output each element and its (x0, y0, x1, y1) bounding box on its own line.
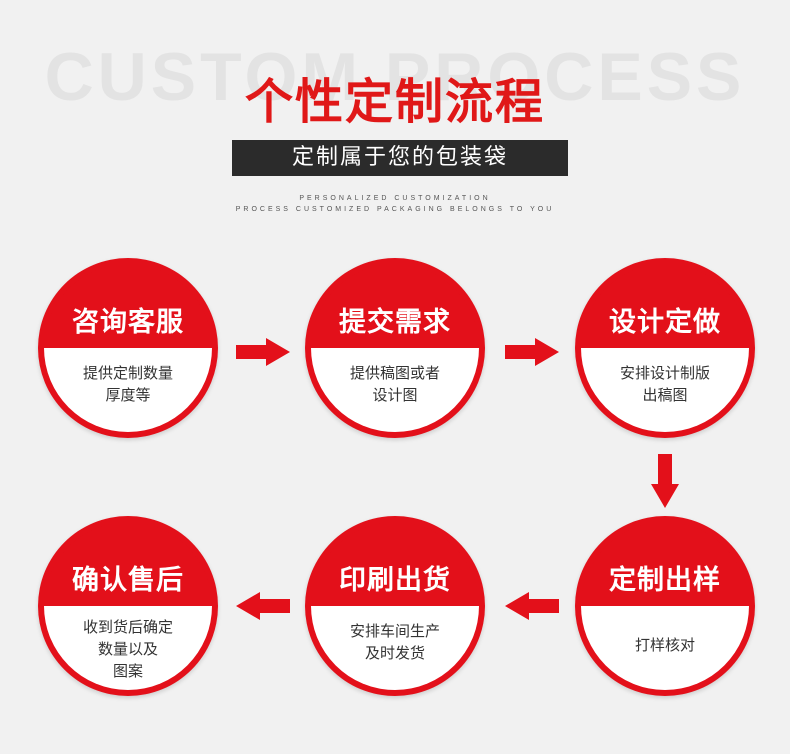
step-title: 确认售后 (72, 565, 184, 596)
step-desc: 安排车间生产 及时发货 (349, 622, 440, 662)
step-desc: 提供定制数量 厚度等 (82, 364, 173, 404)
step-desc: 打样核对 (634, 636, 695, 654)
english-tagline-1: PERSONALIZED CUSTOMIZATION (299, 195, 491, 202)
subtitle-bar: 定制属于您的包装袋 (232, 140, 568, 176)
english-tagline-2: PROCESS CUSTOMIZED PACKAGING BELONGS TO … (235, 206, 555, 213)
step-title: 印刷出货 (339, 565, 451, 596)
arrow-right-icon (505, 338, 559, 366)
page-title: 个性定制流程 (244, 74, 545, 130)
step-desc: 收到货后确定 数量以及 图案 (82, 618, 173, 680)
step-desc: 安排设计制版 出稿图 (619, 364, 710, 404)
step-print-ship: 印刷出货 安排车间生产 及时发货 (305, 516, 485, 696)
step-title: 设计定做 (609, 307, 721, 338)
step-title: 咨询客服 (72, 307, 184, 338)
step-design-custom: 设计定做 安排设计制版 出稿图 (575, 258, 755, 438)
background-watermark-text: CUSTOM PROCESS (44, 39, 746, 115)
step-title: 提交需求 (339, 307, 451, 338)
arrow-left-icon (505, 592, 559, 620)
step-title: 定制出样 (609, 565, 721, 596)
step-desc: 提供稿图或者 设计图 (349, 364, 440, 404)
arrow-left-icon (236, 592, 290, 620)
step-submit-requirements: 提交需求 提供稿图或者 设计图 (305, 258, 485, 438)
step-confirm-aftersale: 确认售后 收到货后确定 数量以及 图案 (38, 516, 218, 696)
step-consult-service: 咨询客服 提供定制数量 厚度等 (38, 258, 218, 438)
arrow-down-icon (651, 454, 679, 508)
arrow-right-icon (236, 338, 290, 366)
step-sample-custom: 定制出样 打样核对 (575, 516, 755, 696)
